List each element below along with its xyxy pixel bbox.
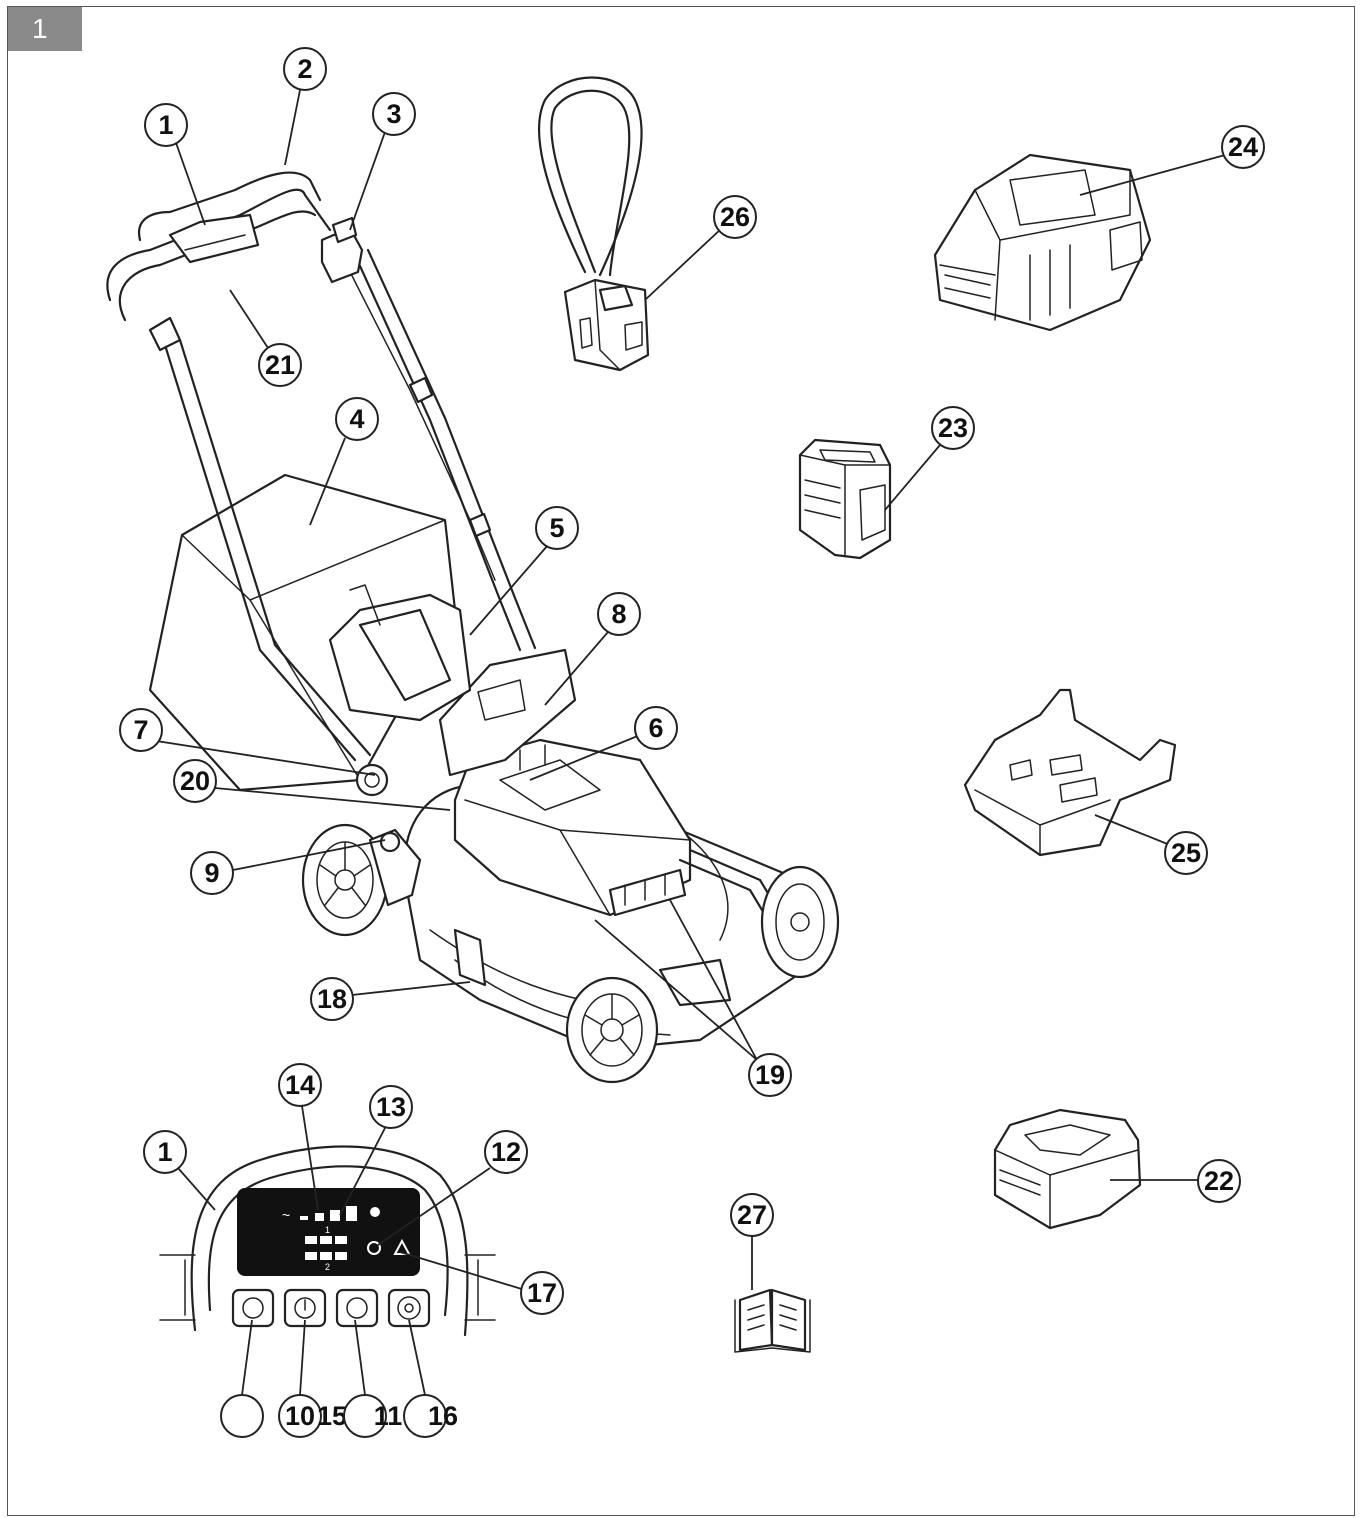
- callout-1-panel: 1: [143, 1130, 187, 1174]
- dual-charger-body: [933, 153, 1152, 332]
- callout-15: 15: [317, 1401, 347, 1431]
- callout-7-label: 7: [133, 715, 148, 745]
- callout-13: 13: [369, 1085, 413, 1129]
- front-wheel-right: [760, 865, 840, 979]
- callout-13-label: 13: [376, 1092, 406, 1122]
- height-knob: [355, 763, 389, 797]
- callout-5-label: 5: [549, 513, 564, 543]
- callout-10-label: 10: [285, 1401, 315, 1431]
- callout-25: 25: [1164, 831, 1208, 875]
- battery-compartment-cover: [438, 648, 577, 777]
- callout-3-label: 3: [386, 99, 401, 129]
- callout-4: 4: [335, 397, 379, 441]
- callout-26: 26: [713, 195, 757, 239]
- single-charger-illustration: [993, 1108, 1142, 1230]
- control-panel-detail: ~ 1 2: [159, 1145, 496, 1337]
- callout-20-label: 20: [180, 766, 210, 796]
- callout-21-label: 21: [265, 350, 295, 380]
- callout-9: 9: [190, 851, 234, 895]
- callout-2: 2: [283, 47, 327, 91]
- control-panel-housing: [190, 1145, 469, 1337]
- callout-18: 18: [310, 977, 354, 1021]
- battery-row-2-mark: 2: [325, 1262, 330, 1272]
- callout-22-label: 22: [1204, 1166, 1234, 1196]
- callout-5: 5: [535, 506, 579, 550]
- callout-11-label: 11: [374, 1401, 403, 1431]
- callout-26-label: 26: [720, 202, 750, 232]
- callout-12-label: 12: [491, 1137, 521, 1167]
- callout-17: 17: [520, 1271, 564, 1315]
- adapter-cable-loop: [537, 76, 643, 277]
- callout-27: 27: [730, 1193, 774, 1237]
- callout-blank: [220, 1394, 264, 1438]
- callout-14-label: 14: [285, 1070, 315, 1100]
- callout-21: 21: [258, 343, 302, 387]
- callout-6: 6: [634, 706, 678, 750]
- figure-number: 1: [32, 13, 48, 44]
- handle-cable: [344, 261, 496, 581]
- callout-14: 14: [278, 1063, 322, 1107]
- callout-18-label: 18: [317, 984, 347, 1014]
- callout-19: 19: [748, 1053, 792, 1097]
- callout-22: 22: [1197, 1159, 1241, 1203]
- manual-book-icon: [734, 1288, 811, 1353]
- battery-adapter-cable-illustration: [537, 76, 650, 372]
- panel-buttons: [231, 1288, 431, 1328]
- callout-1-panel-label: 1: [157, 1137, 172, 1167]
- callout-8-label: 8: [611, 599, 626, 629]
- callout-8: 8: [597, 592, 641, 636]
- callout-23-label: 23: [938, 413, 968, 443]
- callout-19-label: 19: [755, 1060, 785, 1090]
- callout-16-label: 16: [428, 1401, 458, 1431]
- dual-charger-illustration: [933, 153, 1152, 332]
- callout-4-label: 4: [349, 404, 364, 434]
- figure-frame: [7, 6, 1355, 1516]
- wall-mount-illustration: [963, 688, 1177, 857]
- callout-2-label: 2: [297, 54, 312, 84]
- callout-24-label: 24: [1228, 132, 1258, 162]
- single-charger-body: [993, 1108, 1142, 1230]
- callout-16: 16: [403, 1394, 458, 1438]
- control-panel-on-handle: [168, 213, 260, 264]
- figure-number-tab: 1: [8, 7, 82, 51]
- callout-1-label: 1: [158, 110, 173, 140]
- callout-24: 24: [1221, 125, 1265, 169]
- callout-11: 11: [343, 1394, 403, 1438]
- height-adjust-lever: [453, 928, 487, 987]
- handle-left-tube: [163, 343, 357, 762]
- battery-pack-illustration: [798, 438, 892, 560]
- eco-button[interactable]: [335, 1288, 379, 1328]
- battery-row-1-mark: 1: [325, 1225, 330, 1235]
- callout-7: 7: [119, 708, 163, 752]
- front-wheel-left: [565, 976, 659, 1084]
- callout-20: 20: [173, 759, 217, 803]
- callout-15-label: 15: [317, 1401, 347, 1431]
- leader-lines: [149, 89, 1226, 1396]
- display-indicators: ~ 1 2: [282, 1206, 411, 1272]
- battery-slot-front: [608, 868, 687, 917]
- upper-handle-bar: [106, 188, 332, 302]
- speed-button[interactable]: [387, 1288, 431, 1328]
- callout-1: 1: [144, 103, 188, 147]
- callout-3: 3: [372, 92, 416, 136]
- callout-27-label: 27: [737, 1200, 767, 1230]
- callout-10: 10: [278, 1394, 322, 1438]
- callout-25-label: 25: [1171, 838, 1201, 868]
- callout-17-label: 17: [527, 1278, 557, 1308]
- callout-6-label: 6: [648, 713, 663, 743]
- callout-12: 12: [484, 1130, 528, 1174]
- callout-23: 23: [931, 406, 975, 450]
- svg-text:~: ~: [282, 1207, 290, 1223]
- callout-9-label: 9: [204, 858, 219, 888]
- panel-button-1[interactable]: [231, 1288, 275, 1328]
- lawn-mower-illustration: [106, 171, 840, 1084]
